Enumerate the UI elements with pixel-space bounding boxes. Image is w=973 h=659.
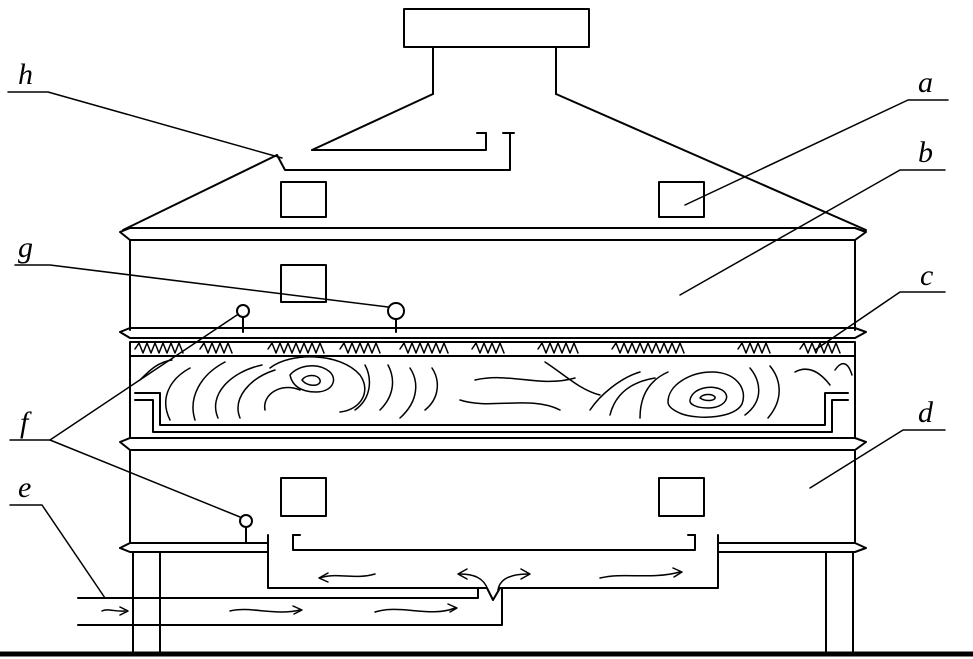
label-e: e xyxy=(18,471,31,504)
hood-flap-duct xyxy=(276,132,511,171)
upper-chamber-window xyxy=(280,264,327,303)
leader-a xyxy=(684,99,949,206)
grate-frame xyxy=(129,341,856,357)
hood-roof-left xyxy=(311,93,434,151)
hood-window-right xyxy=(658,181,705,218)
inlet-pipe-top xyxy=(77,587,479,599)
wood-tray-inner xyxy=(134,399,849,433)
label-c: c xyxy=(920,259,933,292)
leader-h xyxy=(7,91,283,159)
lower-chamber-bottom-band-left-2 xyxy=(119,547,269,553)
airflow-arrows xyxy=(101,567,683,616)
leader-e xyxy=(9,504,106,599)
lower-chamber-bottom-band xyxy=(119,542,269,549)
label-d: d xyxy=(918,396,934,429)
sensor-f-upper xyxy=(236,304,250,318)
label-h: h xyxy=(18,58,33,91)
wood-grain xyxy=(139,356,853,421)
lower-chamber-bottom-band-right xyxy=(717,542,867,553)
leader-g xyxy=(14,264,389,308)
label-a: a xyxy=(918,66,933,99)
hood-window-left xyxy=(280,181,327,218)
duct-outer xyxy=(267,534,719,601)
label-b: b xyxy=(918,136,933,169)
wood-tray xyxy=(134,392,849,426)
leader-b xyxy=(679,169,946,296)
hood-roof-left-lower xyxy=(122,154,278,231)
lower-chamber-top-band xyxy=(119,437,867,451)
upper-chamber-bottom-band xyxy=(119,327,867,339)
sensor-f-lower xyxy=(239,514,253,528)
leader-d xyxy=(809,429,946,489)
inlet-pipe-bottom xyxy=(77,587,503,626)
leader-f-lower xyxy=(49,439,241,518)
sensor-g xyxy=(387,302,405,320)
lower-window-right xyxy=(658,477,705,517)
label-g: g xyxy=(18,231,33,264)
leader-c xyxy=(814,291,946,351)
label-f: f xyxy=(20,406,32,439)
duct-inner-top xyxy=(292,534,696,551)
lower-window-left xyxy=(280,477,327,517)
hood-flap xyxy=(311,132,487,151)
exhaust-stack-cap xyxy=(403,8,590,48)
grate-mesh xyxy=(134,342,841,354)
upper-chamber-top-band xyxy=(119,227,867,241)
hood-roof-right xyxy=(555,93,867,231)
